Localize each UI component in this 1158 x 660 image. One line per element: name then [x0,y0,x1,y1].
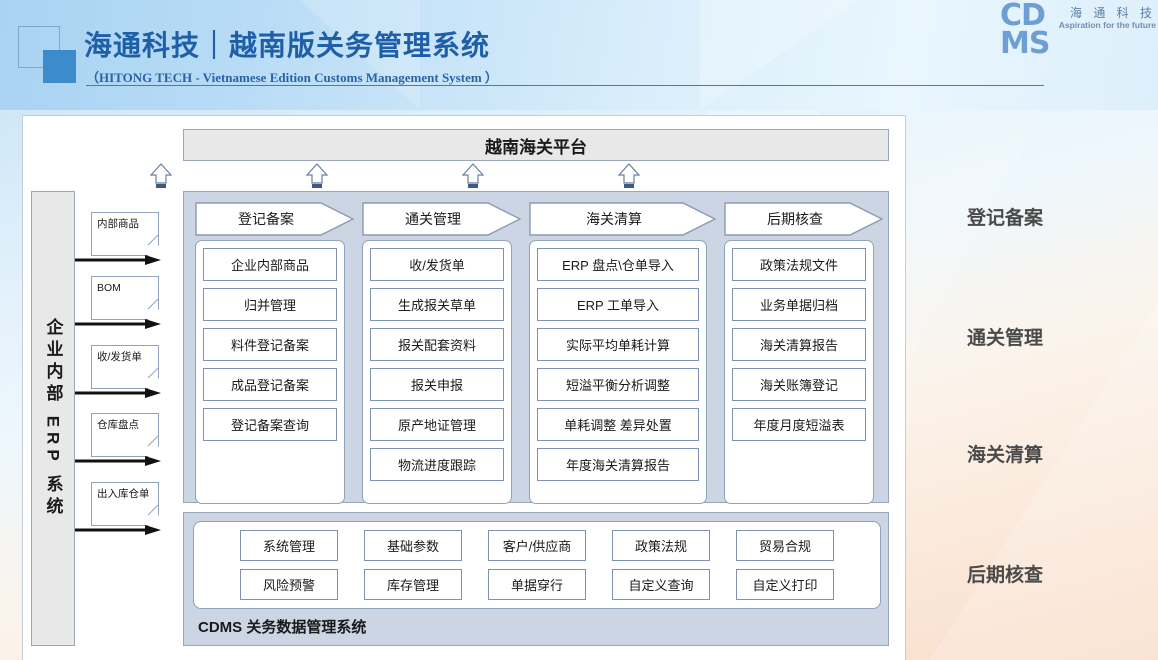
phase-item[interactable]: 收/发货单 [370,248,504,281]
phase-title: 海关清算 [586,211,642,227]
phase-title: 登记备案 [238,211,294,227]
phase-item[interactable]: 短溢平衡分析调整 [537,368,699,401]
diagram-panel: 越南海关平台 企业内部 ERP 系统 内部商品 [22,115,906,660]
phase-header-chevron-1[interactable]: 登记备案 [195,202,354,236]
logo-filled-square [43,50,76,83]
support-item[interactable]: 单据穿行 [488,569,586,600]
phase-item[interactable]: 年度月度短溢表 [732,408,866,441]
up-arrow-icon-3 [460,163,486,189]
flow-arrow-2 [75,316,161,329]
erp-document-note: BOM [91,276,159,320]
phase-column-houqi-hecha[interactable]: 后期核查 政策法规文件 业务单据归档 海关清算报告 海关账簿登记 年度月度短溢表 [724,202,883,504]
phase-items-panel-4: 政策法规文件 业务单据归档 海关清算报告 海关账簿登记 年度月度短溢表 [724,240,874,504]
side-label-haiguan-qingsuan: 海关清算 [967,445,1044,466]
phase-item[interactable]: 海关清算报告 [732,328,866,361]
phase-column-haiguan-qingsuan[interactable]: 海关清算 ERP 盘点\仓单导入 ERP 工单导入 实际平均单耗计算 短溢平衡分… [529,202,716,504]
enterprise-erp-label: 企业内部 ERP 系统 [43,317,63,520]
support-item[interactable]: 贸易合规 [736,530,834,561]
enterprise-erp-bar: 企业内部 ERP 系统 [31,191,75,646]
support-item[interactable]: 自定义打印 [736,569,834,600]
phase-title: 后期核查 [767,211,823,227]
phase-items-panel-3: ERP 盘点\仓单导入 ERP 工单导入 实际平均单耗计算 短溢平衡分析调整 单… [529,240,707,504]
phase-items-panel-2: 收/发货单 生成报关草单 报关配套资料 报关申报 原产地证管理 物流进度跟踪 [362,240,512,504]
page-subtitle: （HITONG TECH - Vietnamese Edition Custom… [86,70,498,85]
up-arrow-icon-1 [148,163,174,189]
header-facet-left [300,0,420,110]
cdms-system-label: CDMS 关务数据管理系统 [198,619,367,636]
company-logo [18,26,80,84]
customs-platform-label: 越南海关平台 [485,137,587,157]
header-facet-right [700,0,860,110]
phase-item[interactable]: 实际平均单耗计算 [537,328,699,361]
phase-item[interactable]: 政策法规文件 [732,248,866,281]
customs-platform-bar: 越南海关平台 [183,129,889,161]
phase-column-dengji-beian[interactable]: 登记备案 企业内部商品 归并管理 料件登记备案 成品登记备案 登记备案查询 [195,202,354,504]
phase-item[interactable]: 归并管理 [203,288,337,321]
header-divider-line [86,85,1044,86]
phase-item[interactable]: 料件登记备案 [203,328,337,361]
support-item[interactable]: 库存管理 [364,569,462,600]
phase-item[interactable]: 登记备案查询 [203,408,337,441]
side-label-dengji-beian: 登记备案 [967,208,1044,229]
page-header: 海通科技｜越南版关务管理系统 （HITONG TECH - Vietnamese… [0,0,1158,110]
erp-document-note: 出入库仓单 [91,482,159,526]
phase-item[interactable]: 成品登记备案 [203,368,337,401]
up-arrow-icon-4 [616,163,642,189]
phase-item[interactable]: 生成报关草单 [370,288,504,321]
flow-arrow-3 [75,385,161,398]
phase-item[interactable]: ERP 工单导入 [537,288,699,321]
phase-header-chevron-2[interactable]: 通关管理 [362,202,521,236]
phase-item[interactable]: 原产地证管理 [370,408,504,441]
logo-outline-square [18,26,60,68]
phase-column-tongguan-guanli[interactable]: 通关管理 收/发货单 生成报关草单 报关配套资料 报关申报 原产地证管理 物流进… [362,202,521,504]
phase-item[interactable]: 海关账簿登记 [732,368,866,401]
support-row-1: 系统管理 基础参数 客户/供应商 政策法规 贸易合规 [214,530,860,561]
side-label-houqi-hecha: 后期核查 [967,565,1044,586]
phase-header-chevron-4[interactable]: 后期核查 [724,202,883,236]
phase-item[interactable]: 报关申报 [370,368,504,401]
phase-item[interactable]: 年度海关清算报告 [537,448,699,481]
erp-document-note: 内部商品 [91,212,159,256]
phase-item[interactable]: 物流进度跟踪 [370,448,504,481]
support-item[interactable]: 自定义查询 [612,569,710,600]
up-arrow-icon-2 [304,163,330,189]
flow-arrow-5 [75,522,161,535]
phase-header-chevron-3[interactable]: 海关清算 [529,202,716,236]
phase-title: 通关管理 [405,211,461,227]
page-title: 海通科技｜越南版关务管理系统 [84,29,491,62]
support-row-2: 风险预警 库存管理 单据穿行 自定义查询 自定义打印 [214,569,860,600]
support-modules-panel: 系统管理 基础参数 客户/供应商 政策法规 贸易合规 风险预警 库存管理 单据穿… [193,521,881,609]
phase-item[interactable]: 业务单据归档 [732,288,866,321]
phase-item[interactable]: ERP 盘点\仓单导入 [537,248,699,281]
side-label-tongguan-guanli: 通关管理 [967,328,1044,349]
phase-items-panel-1: 企业内部商品 归并管理 料件登记备案 成品登记备案 登记备案查询 [195,240,345,504]
background-facet-c [930,300,1158,660]
support-modules-container: 系统管理 基础参数 客户/供应商 政策法规 贸易合规 风险预警 库存管理 单据穿… [183,512,889,646]
flow-arrow-4 [75,453,161,466]
support-item[interactable]: 客户/供应商 [488,530,586,561]
brand-acronym: CDMS [1000,0,1050,61]
support-item[interactable]: 基础参数 [364,530,462,561]
brand-chinese-name: 海 通 科 技 [1069,6,1156,20]
phase-item[interactable]: 报关配套资料 [370,328,504,361]
phase-item[interactable]: 单耗调整 差异处置 [537,408,699,441]
phase-item[interactable]: 企业内部商品 [203,248,337,281]
phases-container: 登记备案 企业内部商品 归并管理 料件登记备案 成品登记备案 登记备案查询 通关… [183,191,889,504]
erp-document-note: 仓库盘点 [91,413,159,457]
support-item[interactable]: 政策法规 [612,530,710,561]
support-item[interactable]: 风险预警 [240,569,338,600]
support-item[interactable]: 系统管理 [240,530,338,561]
erp-document-note: 收/发货单 [91,345,159,389]
flow-arrow-1 [75,252,161,265]
brand-tagline: Aspiration for the future [1058,20,1156,30]
